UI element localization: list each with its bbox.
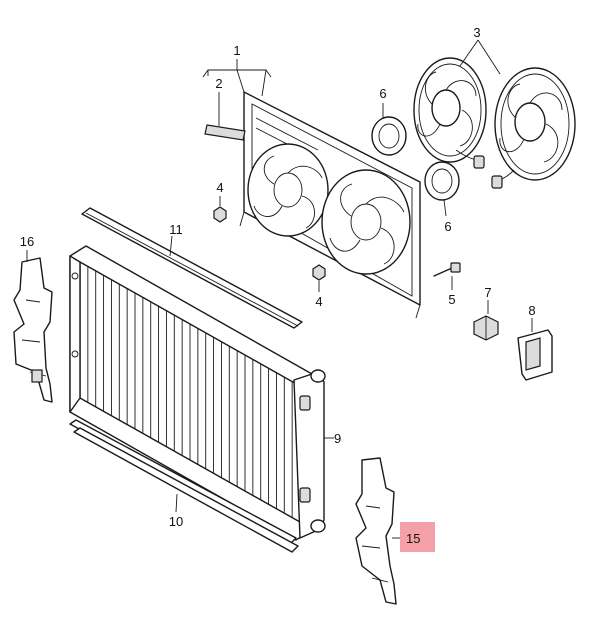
bracket-8: 8 bbox=[517, 303, 553, 381]
callout-label-7: 7 bbox=[484, 285, 491, 300]
fan-shroud bbox=[239, 91, 421, 319]
fan-right-3 bbox=[491, 67, 576, 189]
callout-label-10: 11 bbox=[169, 222, 183, 237]
seal-strip-9: 10 bbox=[69, 419, 299, 553]
nut-4-lower: 4 bbox=[312, 264, 326, 309]
callout-label-11: 9 bbox=[334, 431, 341, 446]
bolt-5: 5 bbox=[433, 262, 461, 307]
radiator-core bbox=[69, 245, 326, 541]
clip-7: 7 bbox=[473, 285, 499, 341]
radiator-fins bbox=[87, 266, 293, 518]
callout-highlight-15 bbox=[400, 522, 435, 552]
callout-label-6a: 6 bbox=[379, 86, 386, 101]
callout-label-4b: 4 bbox=[315, 294, 322, 309]
callout-label-8: 8 bbox=[528, 303, 535, 318]
callout-label-3: 3 bbox=[473, 25, 480, 40]
nut-4-upper: 4 bbox=[213, 180, 227, 223]
callout-1: 1 bbox=[202, 43, 272, 97]
callout-label-1: 1 bbox=[233, 43, 240, 58]
callout-label-2: 2 bbox=[215, 76, 222, 91]
ring-6-upper: 6 bbox=[371, 86, 407, 156]
callout-11: 9 bbox=[324, 431, 341, 446]
ring-6-lower: 6 bbox=[424, 161, 460, 234]
air-guide-16: 16 bbox=[13, 234, 53, 403]
callout-label-4a: 4 bbox=[216, 180, 223, 195]
callout-label-16: 16 bbox=[20, 234, 34, 249]
seal-strip-2: 2 bbox=[204, 76, 246, 141]
callout-label-5: 5 bbox=[448, 292, 455, 307]
callout-3: 3 bbox=[459, 25, 501, 75]
air-guide-15 bbox=[355, 457, 404, 605]
callout-label-6b: 6 bbox=[444, 219, 451, 234]
callout-label-15: 15 bbox=[406, 531, 420, 546]
callout-label-9: 10 bbox=[169, 514, 183, 529]
fan-left-3 bbox=[413, 57, 487, 169]
callout-15: 15 bbox=[400, 522, 435, 552]
seal-strip-10: 11 bbox=[81, 207, 303, 329]
